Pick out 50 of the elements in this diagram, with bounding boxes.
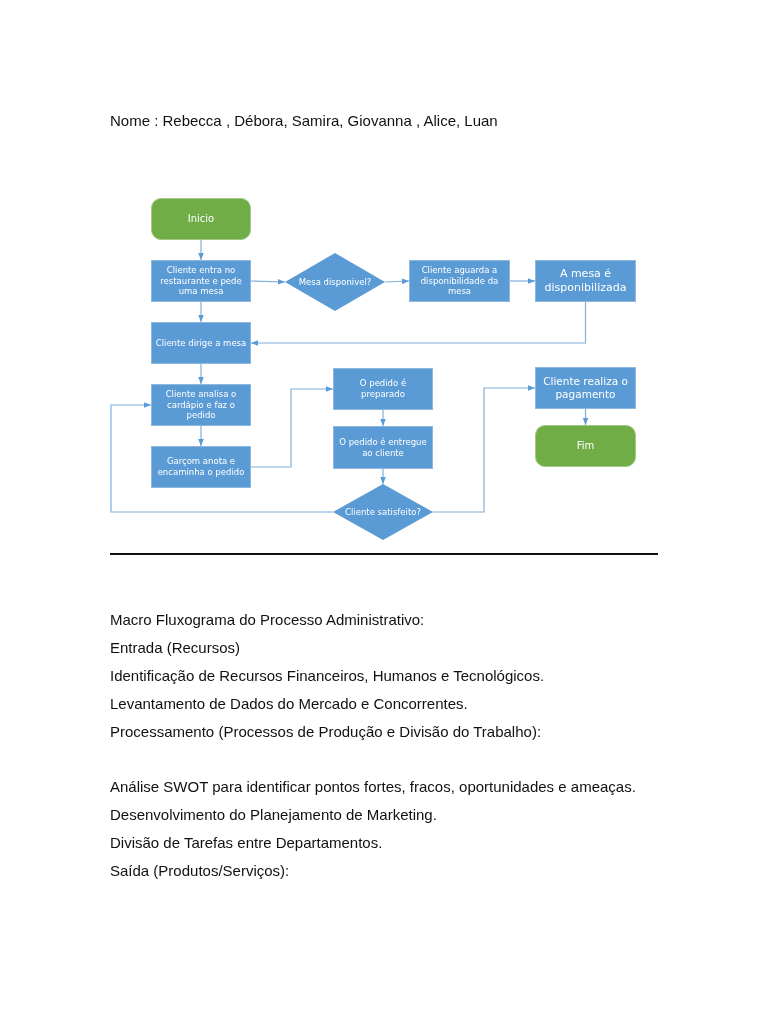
process-box [535, 367, 636, 409]
node-label: Inicio [186, 212, 216, 226]
process-box [535, 260, 636, 302]
process-box [333, 426, 433, 469]
text-line: Saída (Produtos/Serviços): [110, 862, 290, 879]
text-line: Processamento (Processos de Produção e Divisão do Trabalho): [110, 723, 542, 740]
process-box [151, 384, 251, 426]
process-box [151, 260, 251, 302]
node-label: O pedido é entregue ao cliente [338, 436, 428, 459]
arrow [198, 425, 204, 447]
terminal-box [535, 425, 636, 467]
text-line: Macro Fluxograma do Processo Administrativo: [110, 611, 425, 628]
node-label: Cliente dirige a mesa [154, 337, 248, 349]
arrow [250, 301, 587, 346]
node-label: Cliente aguarda a disponibilidade da mesa [419, 265, 500, 297]
node-label: Garçom anota e encaminha o pedido [156, 456, 246, 478]
terminal-box [151, 198, 251, 240]
text-line: Desenvolvimento do Planejamento de Marketing. [110, 806, 437, 823]
text-line: Análise SWOT para identificar pontos fortes, fracos, oportunidades e ameaças. [110, 778, 636, 795]
names-line: Nome : Rebecca , Débora, Samira, Giovanna , Alice, Luan [110, 112, 498, 129]
arrow [198, 301, 204, 323]
node-label: O pedido é preparado [358, 378, 408, 400]
arrow [432, 385, 536, 513]
node-label: Cliente satisfeito? [344, 506, 422, 518]
text-line: Identificação de Recursos Financeiros, Humanos e Tecnológicos. [110, 667, 545, 684]
text-line: Divisão de Tarefas entre Departamentos. [110, 834, 383, 851]
arrow [250, 278, 286, 285]
node-label: Cliente realiza o pagamento [542, 374, 629, 402]
process-box [151, 322, 251, 364]
arrow [380, 468, 386, 485]
node-label: Mesa disponivel? [297, 276, 373, 288]
arrow [509, 278, 536, 284]
node-label: Cliente analisa o cardápio e faz o pedido [164, 389, 238, 421]
arrow [110, 402, 334, 513]
arrow [582, 408, 589, 426]
process-box [409, 260, 510, 302]
decision-diamond [285, 253, 385, 311]
node-label: Fim [575, 439, 596, 453]
process-box [333, 368, 433, 410]
text-line: Levantamento de Dados do Mercado e Concorrentes. [110, 695, 468, 712]
arrow [198, 239, 204, 261]
decision-diamond [333, 484, 433, 540]
arrow [380, 409, 386, 427]
arrow [198, 363, 204, 385]
process-box [151, 446, 251, 488]
text-line: Entrada (Recursos) [110, 639, 241, 656]
arrow [250, 386, 334, 468]
arrow [384, 278, 410, 285]
node-label: A mesa é disponibilizada [543, 267, 628, 295]
node-label: Cliente entra no restaurante e pede uma mesa [159, 265, 243, 297]
